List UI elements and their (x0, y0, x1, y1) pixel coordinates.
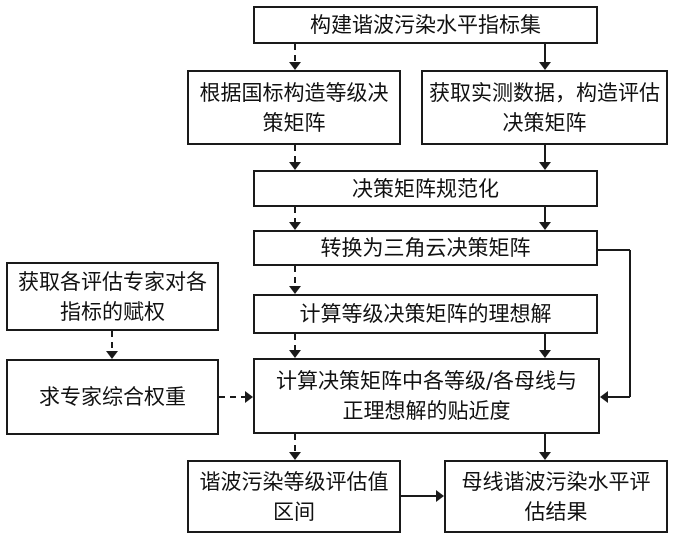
arrowhead (289, 62, 301, 70)
node-normalize: 决策矩阵规范化 (253, 170, 598, 207)
node-combined-weight: 求专家综合权重 (6, 359, 219, 435)
arrowhead (436, 490, 444, 502)
node-index-set: 构建谐波污染水平指标集 (253, 6, 598, 44)
arrowhead (289, 162, 301, 170)
arrowhead (539, 222, 551, 230)
node-cloud-matrix: 转换为三角云决策矩阵 (253, 230, 598, 266)
node-grade-interval: 谐波污染等级评估值区间 (187, 460, 401, 533)
arrowhead (539, 162, 551, 170)
node-bus-result: 母线谐波污染水平评估结果 (444, 460, 668, 533)
node-ideal-solution: 计算等级决策矩阵的理想解 (253, 294, 598, 334)
arrowhead (539, 62, 551, 70)
node-expert-weights: 获取各评估专家对各指标的赋权 (6, 262, 219, 331)
arrowhead (106, 351, 118, 359)
node-eval-matrix: 获取实测数据，构造评估决策矩阵 (421, 70, 668, 145)
arrowhead (289, 350, 301, 358)
arrowhead (245, 391, 253, 403)
arrowhead (539, 452, 551, 460)
node-closeness: 计算决策矩阵中各等级/各母线与正理想解的贴近度 (253, 358, 600, 434)
arrowhead (539, 350, 551, 358)
arrowhead (289, 222, 301, 230)
node-grade-matrix: 根据国标构造等级决策矩阵 (187, 70, 401, 145)
arrowhead (600, 391, 608, 403)
arrowhead (289, 452, 301, 460)
arrowhead (289, 286, 301, 294)
